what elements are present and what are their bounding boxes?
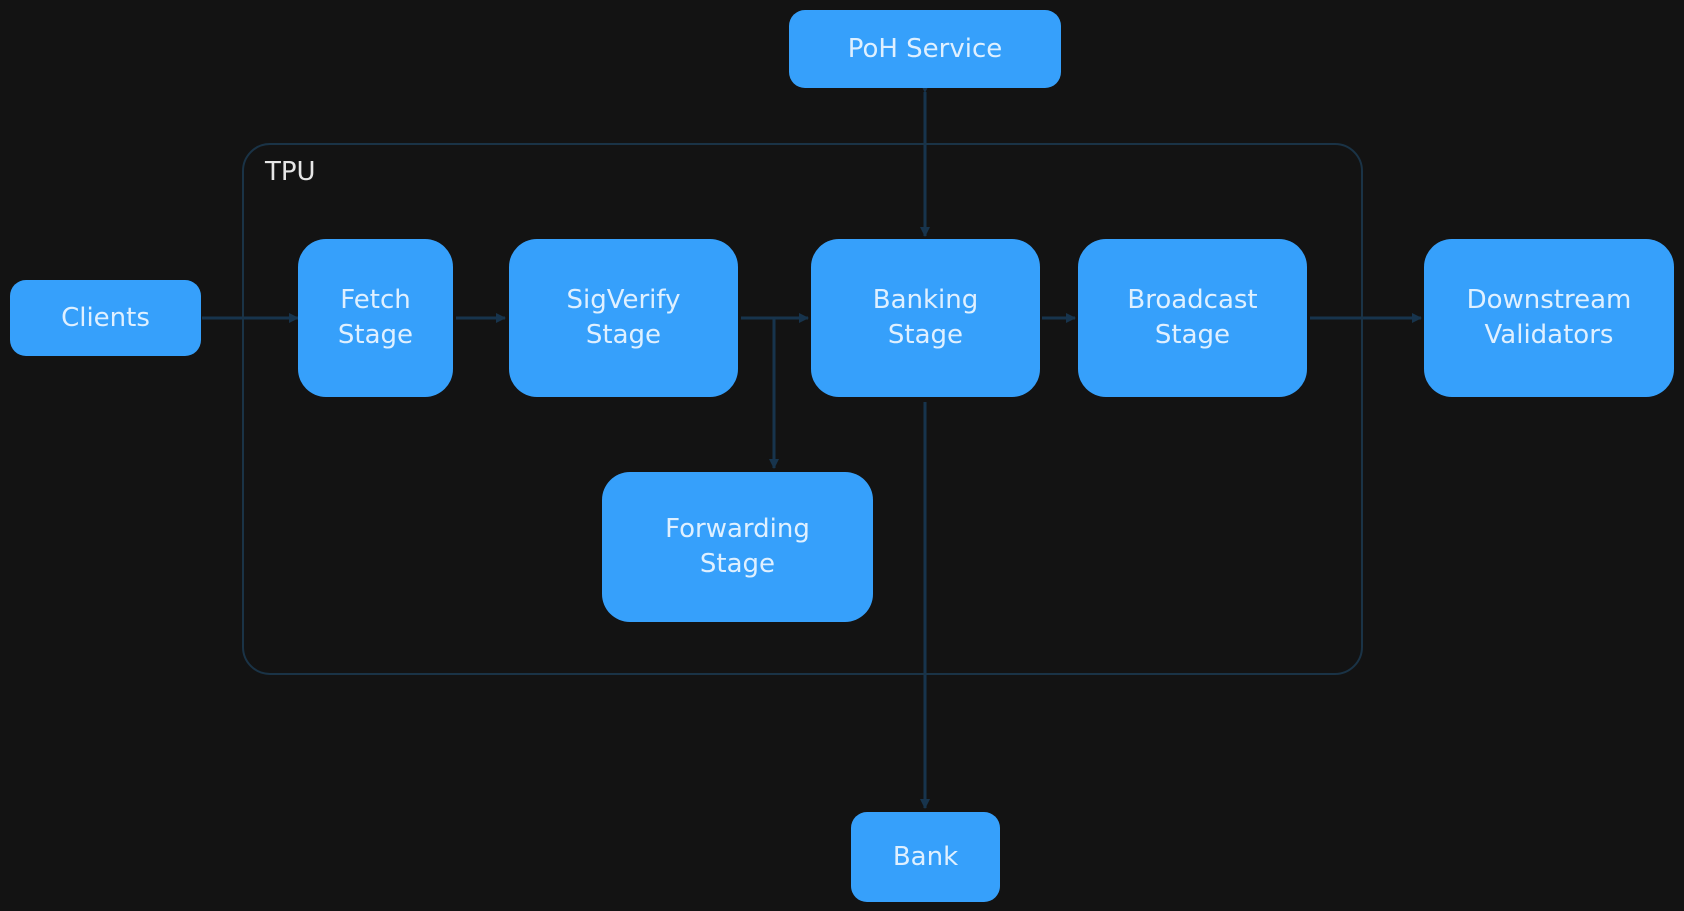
- node-fetch-stage: Fetch Stage: [298, 239, 453, 397]
- node-bank: Bank: [851, 812, 1000, 902]
- node-sigverify-stage: SigVerify Stage: [509, 239, 738, 397]
- node-downstream-validators: Downstream Validators: [1424, 239, 1674, 397]
- node-poh-service: PoH Service: [789, 10, 1061, 88]
- node-clients: Clients: [10, 280, 201, 356]
- node-banking-stage: Banking Stage: [811, 239, 1040, 397]
- node-broadcast-stage: Broadcast Stage: [1078, 239, 1307, 397]
- tpu-group: [242, 143, 1363, 675]
- node-forwarding-stage: Forwarding Stage: [602, 472, 873, 622]
- tpu-group-label: TPU: [265, 157, 316, 187]
